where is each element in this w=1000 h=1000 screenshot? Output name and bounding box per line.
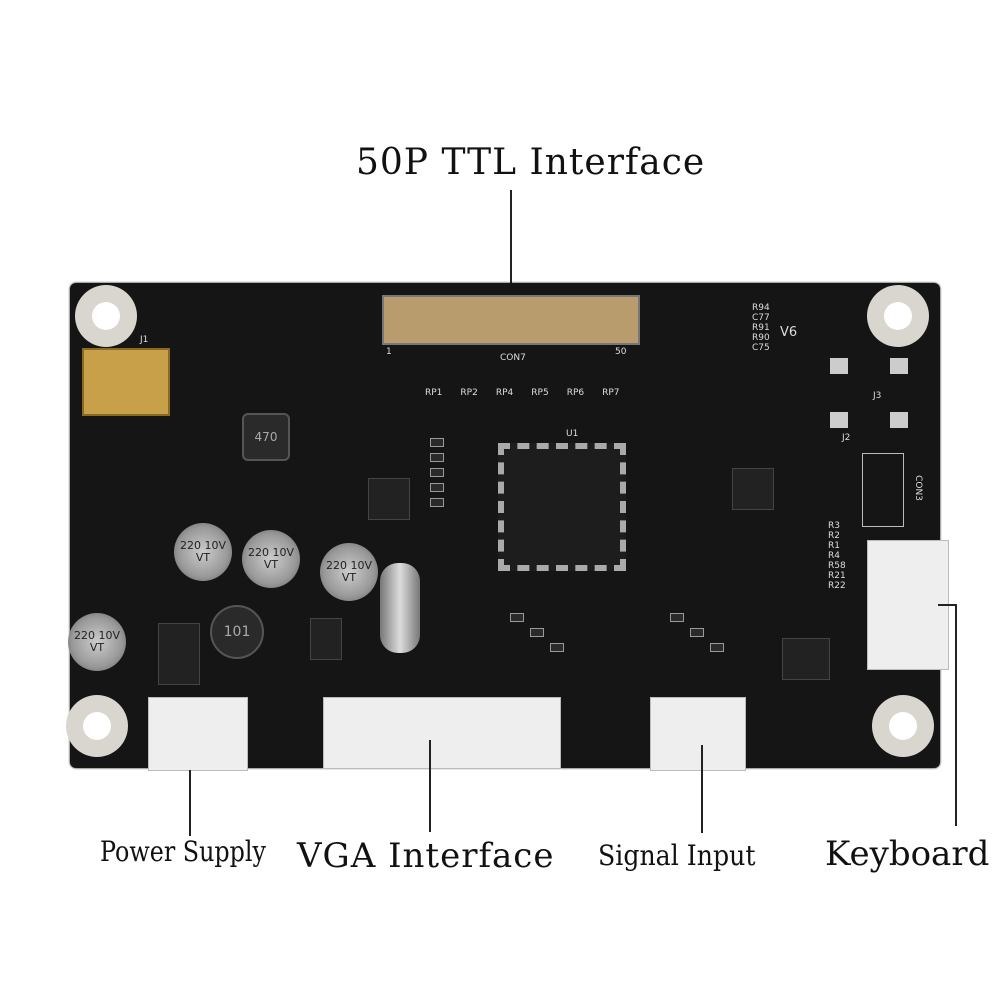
j2-label: J2 (842, 433, 851, 443)
resistor-array-row: RP1 RP2 RP4 RP5 RP6 RP7 (425, 388, 625, 416)
capacitor: 220 10V VT (68, 613, 126, 671)
pcb-board: CON7 1 50 V6 J1 U1 RP1 RP2 RP4 RP5 RP6 R… (66, 283, 940, 768)
ic-chip (310, 618, 342, 660)
rp-label: RP6 (566, 388, 585, 398)
resistor-label: R21 (828, 571, 846, 581)
resistor-label: R3 (828, 521, 840, 531)
capacitor: 220 10V VT (320, 543, 378, 601)
con7-label: CON7 (500, 353, 526, 363)
power-supply-connector (148, 697, 248, 771)
ic-chip (158, 623, 200, 685)
capacitor: 220 10V VT (174, 523, 232, 581)
rp-label: RP4 (495, 388, 514, 398)
smd-component (430, 498, 444, 507)
mounting-hole-tr (867, 285, 929, 347)
leader-line-power (189, 770, 191, 836)
con3-header (862, 453, 904, 527)
capacitor: 220 10V VT (242, 530, 300, 588)
power-jack-j1 (82, 348, 170, 416)
signal-input-connector (650, 697, 746, 771)
smd-component (510, 613, 524, 622)
version-label: V6 (780, 325, 798, 340)
resistor-label: R90 (752, 333, 770, 343)
inductor: 470 (242, 413, 290, 461)
con3-label: CON3 (912, 475, 923, 501)
ttl-connector (382, 295, 640, 345)
resistor-label: R58 (828, 561, 846, 571)
resistor-label: C75 (752, 343, 770, 353)
smd-component (670, 613, 684, 622)
smd-component (710, 643, 724, 652)
ic-chip (732, 468, 774, 510)
keyboard-connector (867, 540, 949, 670)
label-vga-interface: VGA Interface (297, 836, 555, 876)
rp-label: RP7 (602, 388, 620, 398)
resistor-label: R1 (828, 541, 840, 551)
label-keyboard: Keyboard (825, 834, 990, 874)
mounting-hole-br (872, 695, 934, 757)
leader-line-keyboard-h (938, 604, 956, 606)
ic-chip (782, 638, 830, 680)
inductor: 101 (210, 605, 264, 659)
u1-label: U1 (566, 429, 579, 439)
smd-component (690, 628, 704, 637)
smd-component (430, 468, 444, 477)
resistor-label: R22 (828, 581, 846, 591)
rp-label: RP5 (531, 388, 549, 398)
resistor-label: R94 (752, 303, 770, 313)
resistor-label: R2 (828, 531, 840, 541)
label-ttl-interface: 50P TTL Interface (356, 142, 706, 183)
pin50-label: 50 (615, 347, 627, 357)
leader-line-vga (429, 740, 431, 832)
rp-label: RP1 (425, 388, 443, 398)
vga-connector (323, 697, 561, 769)
resistor-labels-top: R94 C77 R91 R90 C75 (752, 303, 770, 353)
smd-component (550, 643, 564, 652)
leader-line-signal (701, 745, 703, 833)
smd-component (430, 438, 444, 447)
resistor-label: R4 (828, 551, 840, 561)
resistor-label: R91 (752, 323, 770, 333)
j3-label: J3 (873, 391, 882, 401)
resistor-label: C77 (752, 313, 770, 323)
main-ic-u1 (498, 443, 626, 571)
label-power-supply: Power Supply (100, 835, 266, 868)
j1-label: J1 (140, 335, 149, 345)
resistor-labels-right: R3 R2 R1 R4 R58 R21 R22 (828, 521, 846, 591)
smd-component (430, 483, 444, 492)
ic-chip (368, 478, 410, 520)
pin1-label: 1 (386, 347, 392, 357)
smd-component (430, 453, 444, 462)
smd-component (530, 628, 544, 637)
mounting-hole-bl (66, 695, 128, 757)
label-signal-input: Signal Input (598, 839, 756, 872)
rp-label: RP2 (460, 388, 478, 398)
leader-line-ttl (510, 190, 512, 295)
leader-line-keyboard-v (955, 604, 957, 826)
crystal-y1 (380, 563, 420, 653)
mounting-hole-tl (75, 285, 137, 347)
header-j3 (830, 358, 910, 428)
